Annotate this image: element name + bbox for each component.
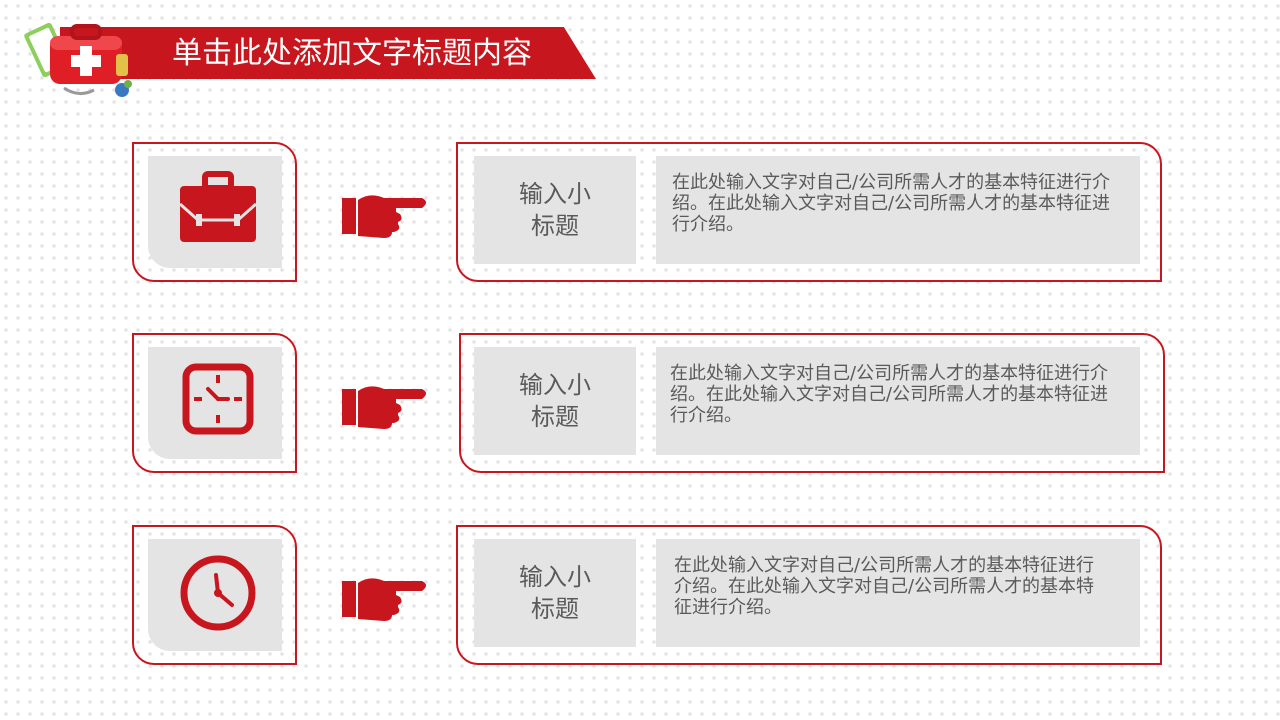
content-frame: [456, 142, 1162, 282]
subtitle-box[interactable]: 输入小标题: [474, 539, 636, 647]
description-text[interactable]: 在此处输入文字对自己/公司所需人才的基本特征进行介绍。在此处输入文字对自己/公司…: [656, 347, 1140, 455]
page-title[interactable]: 单击此处添加文字标题内容: [172, 36, 532, 71]
round-clock-icon: [180, 555, 256, 631]
subtitle-text: 输入小标题: [519, 180, 591, 240]
feature-row: 输入小标题 在此处输入文字对自己/公司所需人才的基本特征进行介绍。在此处输入文字…: [0, 525, 1280, 670]
pointing-hand-icon: [342, 195, 426, 238]
pointing-hand-icon: [342, 386, 426, 429]
subtitle-text: 输入小标题: [519, 563, 591, 623]
icon-frame: [132, 525, 297, 665]
feature-row: 输入小标题 在此处输入文字对自己/公司所需人才的基本特征进行介绍。在此处输入文字…: [0, 333, 1280, 478]
content-frame: [459, 333, 1165, 473]
briefcase-icon: [179, 171, 257, 242]
icon-frame: [132, 333, 297, 473]
medical-kit-icon: [24, 22, 132, 97]
content-frame: [456, 525, 1162, 665]
subtitle-box[interactable]: 输入小标题: [474, 156, 636, 264]
pointing-hand-icon: [342, 578, 426, 621]
description-text[interactable]: 在此处输入文字对自己/公司所需人才的基本特征进行介绍。在此处输入文字对自己/公司…: [656, 539, 1140, 647]
description-text[interactable]: 在此处输入文字对自己/公司所需人才的基本特征进行介绍。在此处输入文字对自己/公司…: [656, 156, 1140, 264]
icon-frame: [132, 142, 297, 282]
square-clock-icon: [182, 363, 254, 435]
title-banner: [60, 27, 596, 79]
subtitle-text: 输入小标题: [519, 371, 591, 431]
feature-row: 输入小标题 在此处输入文字对自己/公司所需人才的基本特征进行介绍。在此处输入文字…: [0, 142, 1280, 287]
subtitle-box[interactable]: 输入小标题: [474, 347, 636, 455]
